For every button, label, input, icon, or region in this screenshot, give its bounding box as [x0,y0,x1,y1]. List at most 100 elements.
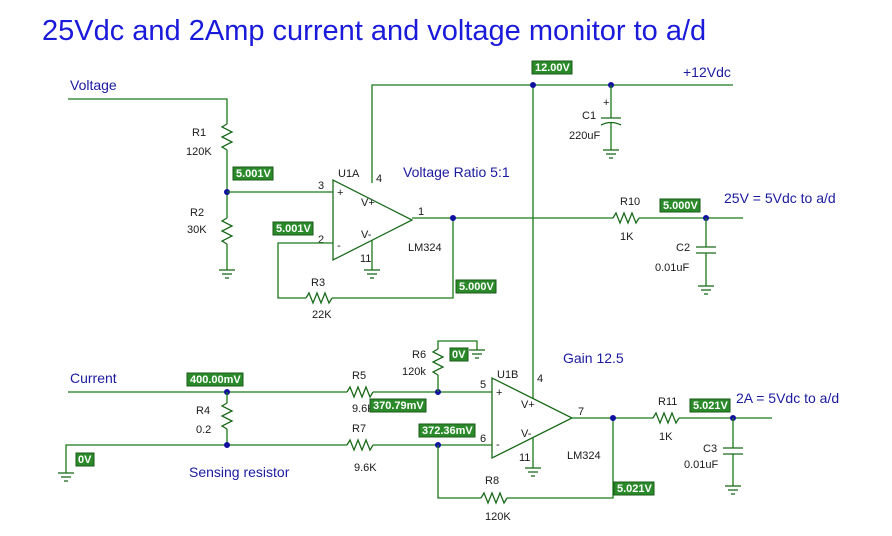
u1a-ref: U1A [338,168,360,180]
c1-value: 220uF [569,130,600,142]
probe-current-in: 400.00mV [186,372,244,387]
c1-plus: + [603,97,609,109]
c2-value: 0.01uF [655,262,690,274]
r4-value: 0.2 [196,424,211,436]
capacitor-c1: + C1 220uF [569,85,622,159]
svg-text:5.000V: 5.000V [663,200,699,212]
u1b-vplus: V+ [521,399,535,411]
r3-ref: R3 [311,277,325,289]
opamp-u1a: U1A 3 2 1 4 11 + - V+ V- LM324 [318,168,442,279]
svg-text:0V: 0V [78,454,92,466]
ground-reference [58,444,347,482]
probe-ground-ref: 0V [75,452,95,467]
resistor-r8: R8 120K [437,418,614,523]
r8-ref: R8 [485,475,499,487]
svg-text:0V: 0V [452,349,466,361]
r5-ref: R5 [352,370,366,382]
u1b-pin6: 6 [480,433,486,445]
svg-text:400.00mV: 400.00mV [190,374,241,386]
r6-ref: R6 [412,349,426,361]
svg-text:5.021V: 5.021V [617,483,653,495]
supply-label: +12Vdc [683,64,731,80]
u1a-pin2: 2 [318,234,324,246]
svg-text:5.021V: 5.021V [693,400,729,412]
svg-text:370.79mV: 370.79mV [373,400,424,412]
voltage-input: Voltage [68,77,228,124]
svg-text:5.001V: 5.001V [236,168,272,180]
r10-value: 1K [620,231,634,243]
r10-ref: R10 [620,196,640,208]
r4-ref: R4 [196,405,210,417]
c3-value: 0.01uF [684,459,719,471]
output-current-label: 2A = 5Vdc to a/d [736,390,839,406]
diagram-title: 25Vdc and 2Amp current and voltage monit… [42,15,706,47]
r11-ref: R11 [658,396,677,408]
probe-u1a-in-plus: 5.001V [232,166,274,181]
probe-out-voltage: 5.000V [659,198,701,213]
voltage-ratio-label: Voltage Ratio 5:1 [403,164,510,180]
probe-out-current: 5.021V [689,398,731,413]
u1b-minus: - [496,439,500,451]
resistor-r7: R7 9.6K [346,423,492,474]
u1a-pin11: 11 [360,253,371,265]
r1-value: 120K [186,146,212,158]
c1-ref: C1 [582,110,596,122]
resistor-r3: R3 22K [277,218,454,321]
resistor-r2: R2 30K [187,207,235,279]
u1a-pin3: 3 [318,180,324,192]
r2-value: 30K [187,224,207,236]
r2-ref: R2 [190,207,204,219]
probe-supply: 12.00V [531,60,573,75]
probe-u1a-in-minus: 5.001V [272,221,314,236]
r5-value: 9.6K [352,403,375,415]
svg-text:5.000V: 5.000V [459,281,495,293]
resistor-r10: R10 1K [612,196,743,243]
u1a-vminus: V- [361,229,372,241]
c3-ref: C3 [703,443,717,455]
u1b-pin5: 5 [480,379,486,391]
resistor-r4: R4 0.2 [196,392,234,445]
r3-value: 22K [312,309,332,321]
supply-rail: +12Vdc [371,64,733,388]
u1b-part: LM324 [567,450,601,462]
u1b-pin11: 11 [519,452,530,464]
u1b-pin4: 4 [537,373,543,385]
u1b-vminus: V- [521,428,532,440]
u1a-part: LM324 [408,242,442,254]
probe-u1b-in-plus: 370.79mV [369,398,427,413]
u1a-pin4: 4 [376,173,382,185]
u1a-minus: - [337,240,341,252]
u1a-plus: + [337,187,343,199]
opamp-u1b: U1B 5 6 7 4 11 + - V+ V- LM324 [480,369,601,477]
resistor-r6: R6 120k [402,340,485,392]
r11-value: 1K [659,431,673,443]
u1b-plus: + [496,387,502,399]
current-input: Current [68,370,347,393]
r7-ref: R7 [352,423,366,435]
current-label: Current [70,370,117,386]
r7-value: 9.6K [354,462,377,474]
probe-u1b-out: 5.021V [613,481,655,496]
svg-text:5.001V: 5.001V [276,223,312,235]
r1-ref: R1 [192,127,206,139]
svg-text:12.00V: 12.00V [535,62,571,74]
probe-r6: 0V [449,347,469,362]
u1b-ref: U1B [497,369,518,381]
resistor-r11: R11 1K [652,396,772,443]
svg-text:372.36mV: 372.36mV [422,425,473,437]
resistor-r5: R5 9.6K [346,370,492,415]
probe-u1a-out: 5.000V [455,279,497,294]
c2-ref: C2 [676,242,690,254]
probe-u1b-in-minus: 372.36mV [418,423,476,438]
capacitor-c2: C2 0.01uF [655,218,716,295]
r8-value: 120K [485,511,511,523]
u1a-vplus: V+ [361,197,375,209]
voltage-label: Voltage [70,77,117,93]
output-voltage-label: 25V = 5Vdc to a/d [724,190,836,206]
gain-label: Gain 12.5 [563,350,624,366]
u1b-pin7: 7 [578,406,584,418]
sensing-resistor-label: Sensing resistor [189,464,290,480]
u1a-pin1: 1 [418,206,424,218]
resistor-r1: R1 120K [186,123,234,218]
